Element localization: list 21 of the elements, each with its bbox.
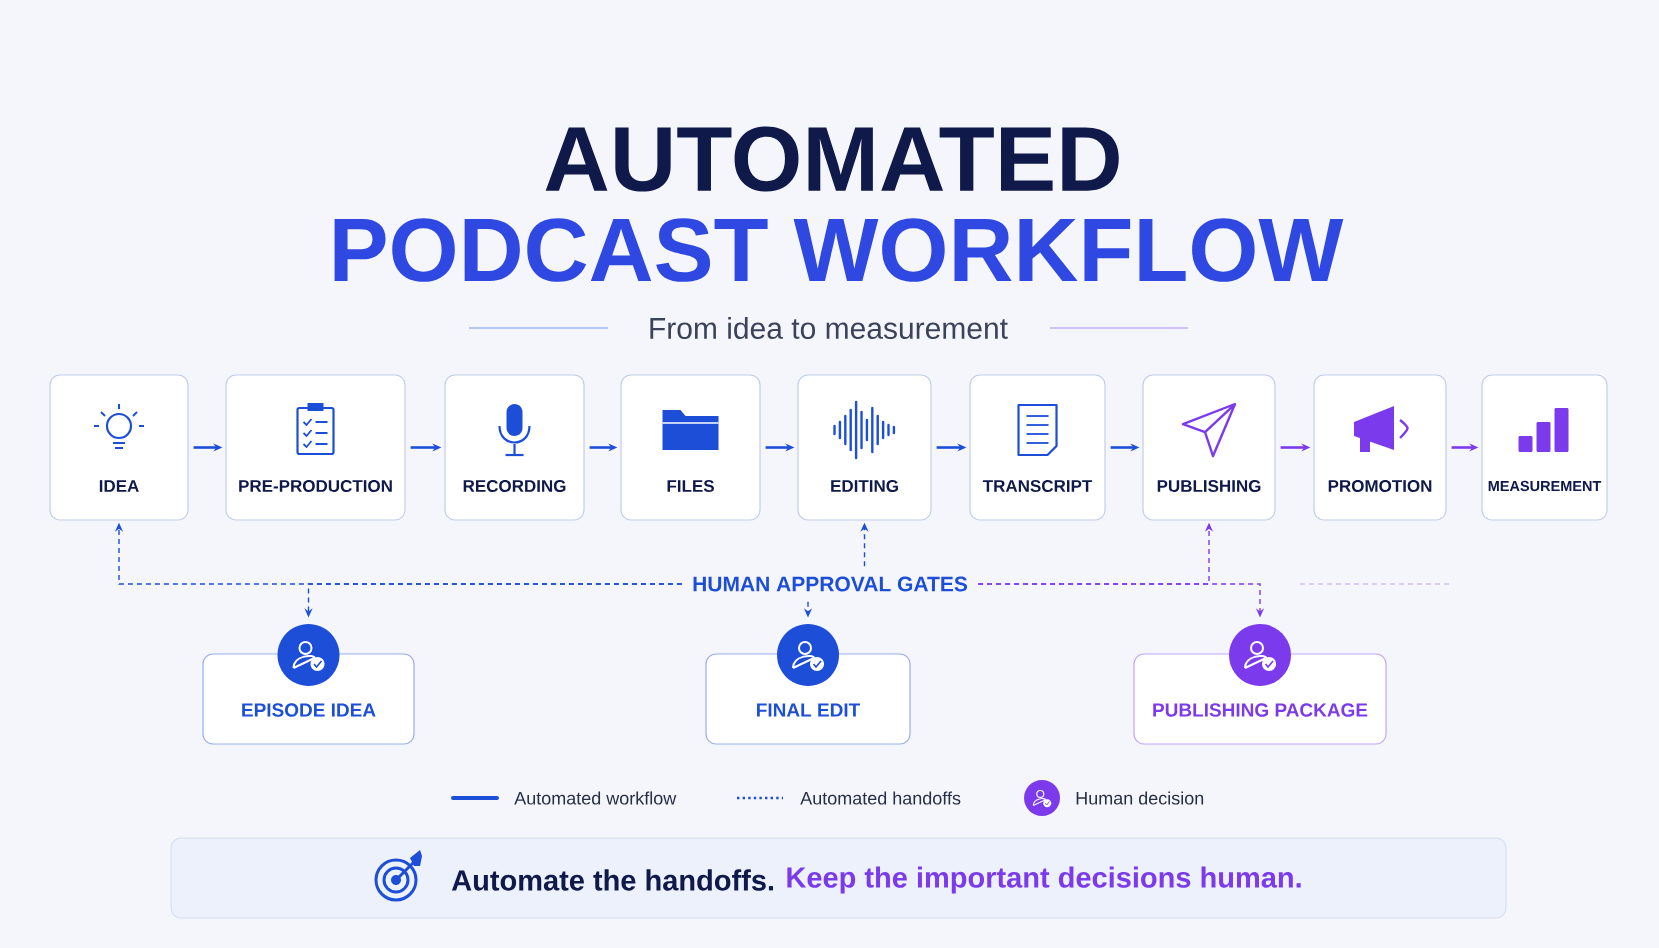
gate-card: PUBLISHING PACKAGE xyxy=(1133,653,1387,745)
stage-card: EDITING xyxy=(797,374,932,521)
stage-card: IDEA xyxy=(49,374,189,521)
tagline: Automate the handoffs. xyxy=(451,869,773,891)
legend-text: Automated handoffs xyxy=(800,791,961,805)
stage-card: TRANSCRIPT xyxy=(969,374,1106,521)
stage-card: PROMOTION xyxy=(1313,374,1447,521)
legend-text: Automated workflow xyxy=(514,791,677,805)
tagline: Keep the important decisions human. xyxy=(787,866,1301,894)
title: AUTOMATED xyxy=(545,126,1119,192)
stage-card: MEASUREMENT xyxy=(1481,374,1608,521)
gate-card: EPISODE IDEA xyxy=(202,653,415,745)
subtitle: From idea to measurement xyxy=(650,317,1008,340)
stage-card: PUBLISHING xyxy=(1142,374,1276,521)
stage-card: RECORDING xyxy=(444,374,585,521)
gate-heading: HUMAN APPROVAL GATES xyxy=(693,576,968,592)
gate-card: FINAL EDIT xyxy=(705,653,911,745)
title: PODCAST WORKFLOW xyxy=(334,218,1344,282)
legend-text: Human decision xyxy=(1076,791,1204,805)
stage-card: PRE-PRODUCTION xyxy=(225,374,406,521)
stage-card: FILES xyxy=(620,374,761,521)
